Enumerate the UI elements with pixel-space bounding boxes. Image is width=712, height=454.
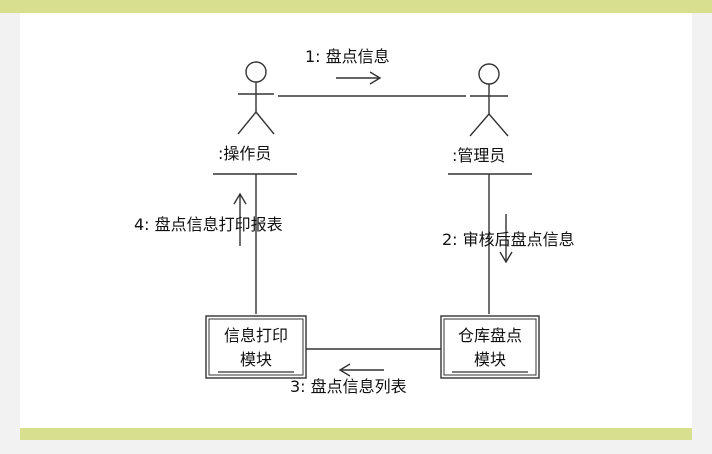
manager-label: :管理员 <box>452 146 505 165</box>
message-4-label: 4: 盘点信息打印报表 <box>134 215 283 234</box>
message-2-label: 2: 审核后盘点信息 <box>442 230 575 249</box>
message-1-arrow <box>336 71 382 85</box>
operator-actor-icon <box>237 61 275 135</box>
warehouse-module-inner-border <box>443 318 537 376</box>
manager-actor-icon <box>469 63 509 137</box>
warehouse-module-subtitle: 模块 <box>474 350 506 369</box>
print-module-inner-border <box>208 318 304 376</box>
print-module-box <box>205 315 307 379</box>
print-module-subtitle: 模块 <box>240 350 272 369</box>
operator-label: :操作员 <box>218 144 271 163</box>
slide-bottom-border <box>20 428 692 440</box>
warehouse-module-title: 仓库盘点 <box>458 326 522 345</box>
slide-top-border <box>0 0 712 13</box>
message-3-arrow <box>338 363 384 377</box>
warehouse-module-box <box>440 315 540 379</box>
message-1-label: 1: 盘点信息 <box>305 47 390 66</box>
message-3-label: 3: 盘点信息列表 <box>290 377 407 396</box>
message-2-arrow <box>499 214 513 264</box>
diagram-canvas <box>20 13 692 428</box>
print-module-title: 信息打印 <box>224 326 288 345</box>
message-4-arrow <box>233 192 247 246</box>
